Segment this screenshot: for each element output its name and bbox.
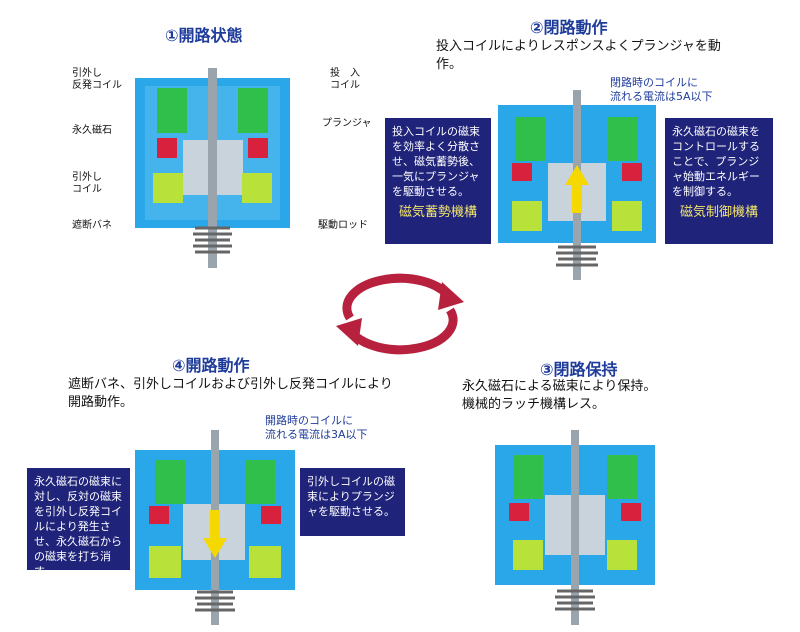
actuator-closing	[498, 90, 656, 280]
panel4-current-note: 開路時のコイルに 流れる電流は3A以下	[265, 414, 368, 441]
label-hikiotoshi-hanpatsu: 引外し 反発コイル	[72, 68, 122, 91]
cycle-arrows	[336, 273, 464, 355]
label-hikiotoshi-coil: 引外し コイル	[72, 172, 102, 195]
label-eikyu-jishaku: 永久磁石	[72, 125, 112, 136]
panel3-diagram	[495, 430, 655, 625]
actuator-closed-hold	[495, 430, 655, 625]
panel2-right-box-text: 永久磁石の磁束をコントロールすることで、プランジャ始動エネルギーを制御する。	[672, 125, 760, 198]
panel2-right-box: 永久磁石の磁束をコントロールすることで、プランジャ始動エネルギーを制御する。 磁…	[665, 118, 773, 244]
panel3-description: 永久磁石による磁束により保持。 機械的ラッチ機構レス。	[462, 379, 657, 412]
panel2-current-note: 閉路時のコイルに 流れる電流は5A以下	[610, 76, 713, 103]
panel4-right-box-text: 引外しコイルの磁束によりプランジャを駆動させる。	[307, 475, 395, 518]
panel2-title: ②閉路動作	[530, 18, 608, 37]
panel2-description: 投入コイルによりレスポンスよくプランジャを動作。	[436, 39, 721, 72]
panel2-right-box-heading: 磁気制御機構	[679, 205, 758, 220]
panel4-right-box: 引外しコイルの磁束によりプランジャを駆動させる。	[300, 468, 405, 536]
panel3-title: ③閉路保持	[540, 360, 618, 379]
panel4-description: 遮断バネ、引外しコイルおよび引外し反発コイルにより開路動作。	[68, 377, 393, 410]
panel4-diagram	[135, 430, 295, 625]
panel4-title: ④開路動作	[172, 356, 250, 375]
actuator-open-state	[135, 68, 290, 268]
label-tounyu-coil: 投 入 コイル	[330, 68, 360, 91]
actuator-opening	[135, 430, 295, 625]
panel2-left-box-heading: 磁気蓄勢機構	[398, 205, 477, 220]
panel2-left-box: 投入コイルの磁束を効率よく分散させ、磁気蓄勢後、一気にプランジャを駆動させる。 …	[385, 118, 491, 244]
panel1-title: ①開路状態	[165, 26, 243, 45]
panel4-left-box: 永久磁石の磁束に対し、反対の磁束を引外し反発コイルにより発生させ、永久磁石からの…	[27, 468, 130, 578]
panel2-left-box-text: 投入コイルの磁束を効率よく分散させ、磁気蓄勢後、一気にプランジャを駆動させる。	[392, 125, 480, 198]
label-shadan-bane: 遮断バネ	[72, 220, 112, 231]
panel4-left-box-text: 永久磁石の磁束に対し、反対の磁束を引外し反発コイルにより発生させ、永久磁石からの…	[34, 475, 122, 578]
label-kudou-rod: 駆動ロッド	[318, 220, 368, 231]
label-plunger: プランジャ	[322, 118, 372, 129]
panel2-diagram	[498, 90, 656, 280]
panel1-diagram	[135, 68, 290, 268]
